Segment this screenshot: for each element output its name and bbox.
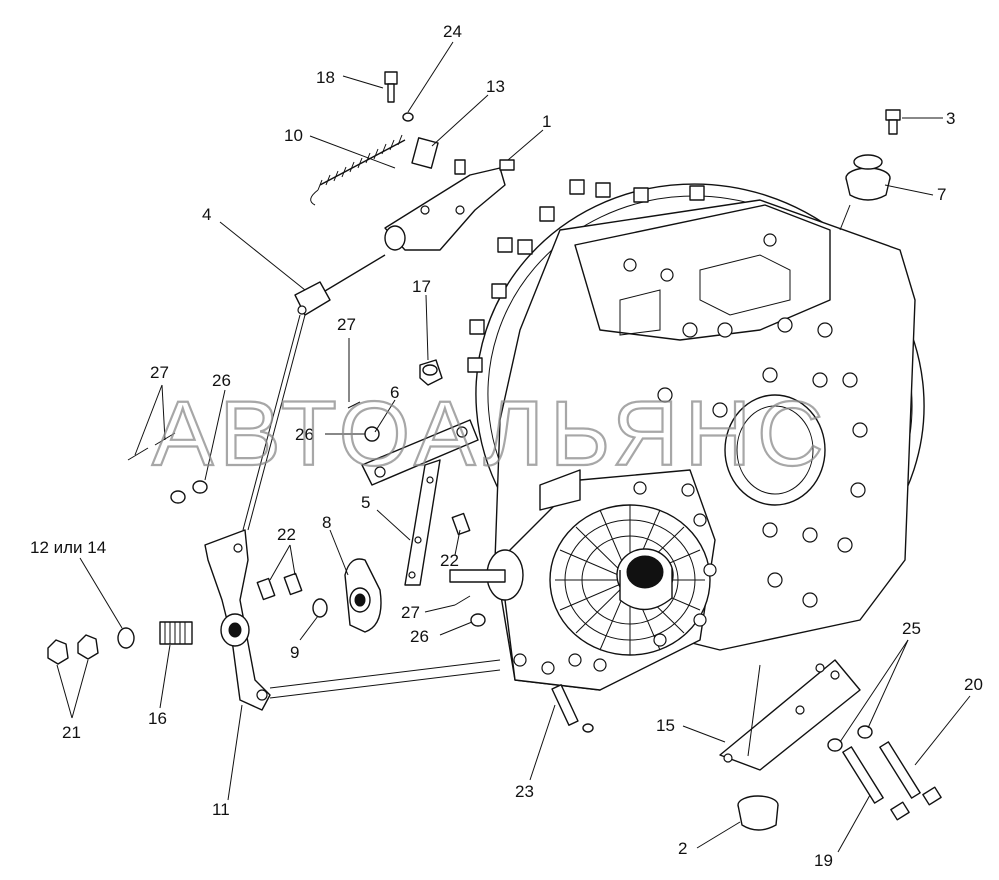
pins-22 xyxy=(256,512,471,601)
callout-labels: 24 18 13 1 10 3 7 4 17 27 27 26 6 26 5 8… xyxy=(30,22,983,870)
clutch-housing xyxy=(449,179,925,691)
washers-26 xyxy=(170,480,486,627)
callout-26-left: 26 xyxy=(212,371,231,390)
washers-25 xyxy=(827,725,873,752)
callout-4: 4 xyxy=(202,205,211,224)
callout-6: 6 xyxy=(390,383,399,402)
callout-21: 21 xyxy=(62,723,81,742)
nut-17 xyxy=(419,359,443,386)
callout-26-bottom: 26 xyxy=(410,627,429,646)
callout-13: 13 xyxy=(486,77,505,96)
lever-11 xyxy=(204,529,501,711)
callout-25: 25 xyxy=(902,619,921,638)
plate-5 xyxy=(404,459,441,586)
callout-20: 20 xyxy=(964,675,983,694)
bolt-20 xyxy=(879,741,942,806)
callout-12-or-14: 12 или 14 xyxy=(30,538,106,557)
bracket-15 xyxy=(719,659,861,771)
callout-19: 19 xyxy=(814,851,833,870)
rod-4 xyxy=(242,254,386,531)
callout-22-right: 22 xyxy=(440,551,459,570)
callout-27-top: 27 xyxy=(337,315,356,334)
callout-9: 9 xyxy=(290,643,299,662)
callout-23: 23 xyxy=(515,782,534,801)
clutch-cylinder xyxy=(384,137,515,251)
callout-5: 5 xyxy=(361,493,370,512)
housing-holes xyxy=(623,233,868,608)
callout-27-bottom: 27 xyxy=(401,603,420,622)
callout-17: 17 xyxy=(412,277,431,296)
callout-8: 8 xyxy=(322,513,331,532)
spring-16 xyxy=(159,621,193,645)
bolt-3 xyxy=(885,109,901,135)
callout-3: 3 xyxy=(946,109,955,128)
callout-1: 1 xyxy=(542,112,551,131)
callout-16: 16 xyxy=(148,709,167,728)
bolt-23 xyxy=(551,684,594,733)
bolts-19 xyxy=(842,746,910,821)
mount-2 xyxy=(737,795,779,831)
callout-11: 11 xyxy=(212,800,230,819)
callout-27-left: 27 xyxy=(150,363,169,382)
callout-15: 15 xyxy=(656,716,675,735)
callout-10: 10 xyxy=(284,126,303,145)
mount-7 xyxy=(845,154,891,201)
callout-26-mid: 26 xyxy=(295,425,314,444)
callout-7: 7 xyxy=(937,185,946,204)
ring-9 xyxy=(312,598,328,618)
leader-lines xyxy=(56,41,971,853)
watermark: АВТОАЛЬЯНС xyxy=(152,383,830,485)
callout-24: 24 xyxy=(443,22,462,41)
callout-18: 18 xyxy=(316,68,335,87)
washer-24 xyxy=(402,112,414,122)
spring-10 xyxy=(310,134,406,206)
cover-bolts xyxy=(513,481,717,675)
nuts-21 xyxy=(47,634,99,665)
flange-bolts xyxy=(467,179,705,373)
bolt-18 xyxy=(384,71,398,103)
callout-22-left: 22 xyxy=(277,525,296,544)
callout-2: 2 xyxy=(678,839,687,858)
washer-12 xyxy=(117,627,135,649)
cam-8 xyxy=(344,558,382,633)
